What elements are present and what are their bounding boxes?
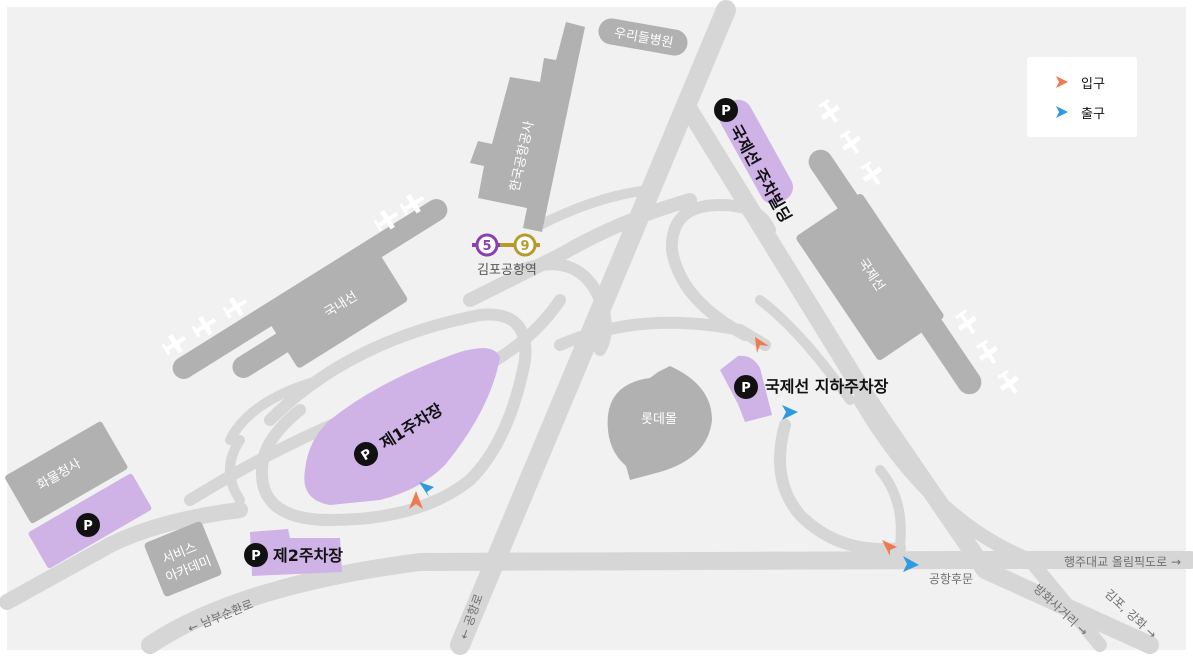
airplane-icon bbox=[222, 296, 248, 319]
airplane-icon bbox=[373, 209, 399, 232]
parking-badge-letter: P bbox=[83, 519, 93, 534]
lotte-mall: 롯데몰 bbox=[607, 366, 712, 480]
entrance-arrow-icon bbox=[882, 540, 897, 556]
entrance-arrow-icon bbox=[1056, 76, 1068, 88]
road-label-haengju: 행주대교 올림픽도로 → bbox=[1064, 554, 1181, 569]
airplane-icon bbox=[955, 309, 977, 335]
parking-lot-2-label: 제2주차장 bbox=[273, 546, 343, 565]
airplane-icon bbox=[976, 339, 998, 365]
parking-badge-icon bbox=[354, 442, 378, 466]
parking-intl-underground-label: 국제선 지하주차장 bbox=[765, 377, 889, 396]
parking-badge-icon bbox=[244, 543, 268, 567]
parking-badge-letter: P bbox=[251, 549, 261, 564]
airplane-icon bbox=[161, 333, 187, 356]
domestic-terminal: 국내선 bbox=[172, 199, 448, 379]
parking-lots: P 제1주차장 P 제2주차장 P P 국제선 주차빌딩 bbox=[28, 98, 889, 576]
exit-arrow-icon bbox=[903, 556, 919, 572]
map-legend: 입구 출구 bbox=[1027, 57, 1137, 137]
line-5-label: 5 bbox=[482, 239, 491, 254]
entrance-arrow-icon bbox=[409, 491, 423, 509]
exit-arrow-icon bbox=[782, 405, 798, 420]
line-9-badge bbox=[513, 233, 537, 257]
exit-arrow-icon bbox=[419, 482, 434, 497]
line-5-badge bbox=[475, 233, 499, 257]
parking-intl-underground[interactable]: P 국제선 지하주차장 bbox=[720, 355, 889, 422]
exit-arrow-icon bbox=[1056, 106, 1068, 118]
airplane-icon bbox=[860, 160, 882, 186]
station-name: 김포공항역 bbox=[477, 263, 537, 278]
international-terminal: 국제선 bbox=[796, 149, 982, 395]
access-markers bbox=[409, 337, 919, 572]
legend-entrance: 입구 bbox=[1055, 72, 1105, 92]
parking-badge-icon bbox=[714, 98, 738, 122]
service-academy: 서비스 아카데미 bbox=[144, 521, 222, 597]
airplane-icons bbox=[161, 98, 1019, 395]
parking-badge-icon bbox=[76, 513, 100, 537]
line-9-label: 9 bbox=[520, 239, 529, 254]
legend-exit-label: 출구 bbox=[1081, 106, 1105, 122]
entrance-arrow-icon bbox=[755, 337, 769, 353]
kac-building: 한국공항공사 bbox=[470, 22, 585, 232]
parking-lot-1[interactable]: P 제1주차장 bbox=[304, 348, 500, 505]
gimpo-airport-station[interactable]: 5 9 김포공항역 bbox=[472, 233, 540, 278]
parking-badge-letter: P bbox=[741, 381, 751, 396]
airplane-icon bbox=[399, 193, 425, 216]
airplane-icon bbox=[191, 315, 217, 338]
airplane-icon bbox=[997, 369, 1019, 395]
hospital: 우리들병원 bbox=[598, 18, 688, 56]
road-label-back-gate: 공항후문 bbox=[929, 572, 973, 586]
parking-badge-icon bbox=[734, 375, 758, 399]
airplane-icon bbox=[839, 129, 861, 155]
lotte-mall-label: 롯데몰 bbox=[641, 412, 677, 427]
legend-entrance-label: 입구 bbox=[1081, 76, 1105, 92]
airplane-icon bbox=[818, 98, 840, 124]
parking-lot-2[interactable]: P 제2주차장 bbox=[244, 529, 343, 576]
buildings: 한국공항공사 국내선 국제선 화물청사 서비스 아카데미 롯데몰 bbox=[5, 18, 982, 597]
parking-lot-cargo[interactable]: P bbox=[28, 473, 153, 569]
parking-badge-letter: P bbox=[721, 104, 731, 119]
legend-exit: 출구 bbox=[1055, 102, 1105, 122]
cargo-building: 화물청사 bbox=[5, 421, 128, 524]
